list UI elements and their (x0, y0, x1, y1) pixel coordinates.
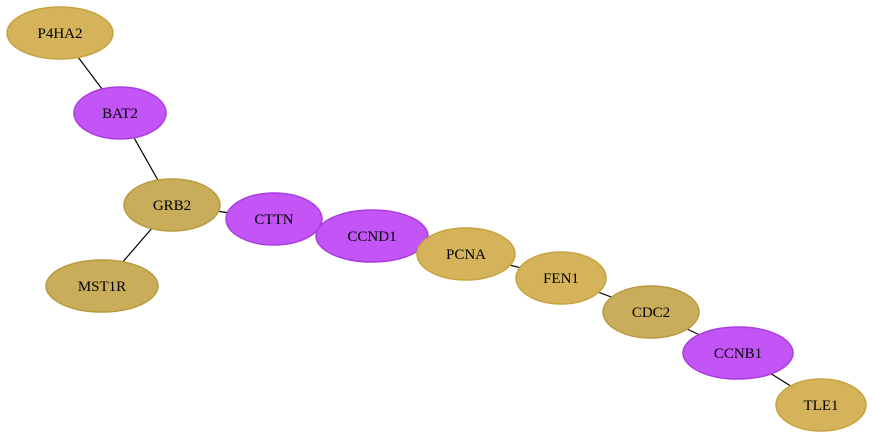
node-label: TLE1 (804, 398, 839, 414)
node-label: P4HA2 (37, 26, 82, 42)
node-ellipse (123, 178, 221, 232)
node-p4ha2[interactable]: P4HA2 (6, 6, 114, 60)
node-cdc2[interactable]: CDC2 (602, 285, 700, 339)
node-label: CCNB1 (714, 346, 762, 362)
node-bat2[interactable]: BAT2 (73, 86, 167, 140)
node-tle1[interactable]: TLE1 (775, 378, 867, 432)
node-label: CTTN (254, 212, 293, 228)
node-ellipse (225, 192, 323, 246)
node-ellipse (602, 285, 700, 339)
node-label: CCND1 (347, 229, 396, 245)
node-label: CDC2 (632, 305, 670, 321)
node-ellipse (73, 86, 167, 140)
node-label: FEN1 (543, 271, 579, 287)
node-grb2[interactable]: GRB2 (123, 178, 221, 232)
node-label: MST1R (78, 279, 126, 295)
node-ccnb1[interactable]: CCNB1 (682, 326, 794, 380)
node-fen1[interactable]: FEN1 (515, 251, 607, 305)
node-ccnd1[interactable]: CCND1 (315, 209, 429, 263)
node-cttn[interactable]: CTTN (225, 192, 323, 246)
node-ellipse (6, 6, 114, 60)
node-label: GRB2 (153, 198, 191, 214)
node-ellipse (515, 251, 607, 305)
node-ellipse (682, 326, 794, 380)
node-ellipse (416, 227, 516, 281)
node-mst1r[interactable]: MST1R (45, 259, 159, 313)
node-ellipse (775, 378, 867, 432)
node-ellipse (45, 259, 159, 313)
node-ellipse (315, 209, 429, 263)
node-pcna[interactable]: PCNA (416, 227, 516, 281)
node-label: BAT2 (102, 106, 138, 122)
node-label: PCNA (446, 247, 486, 263)
